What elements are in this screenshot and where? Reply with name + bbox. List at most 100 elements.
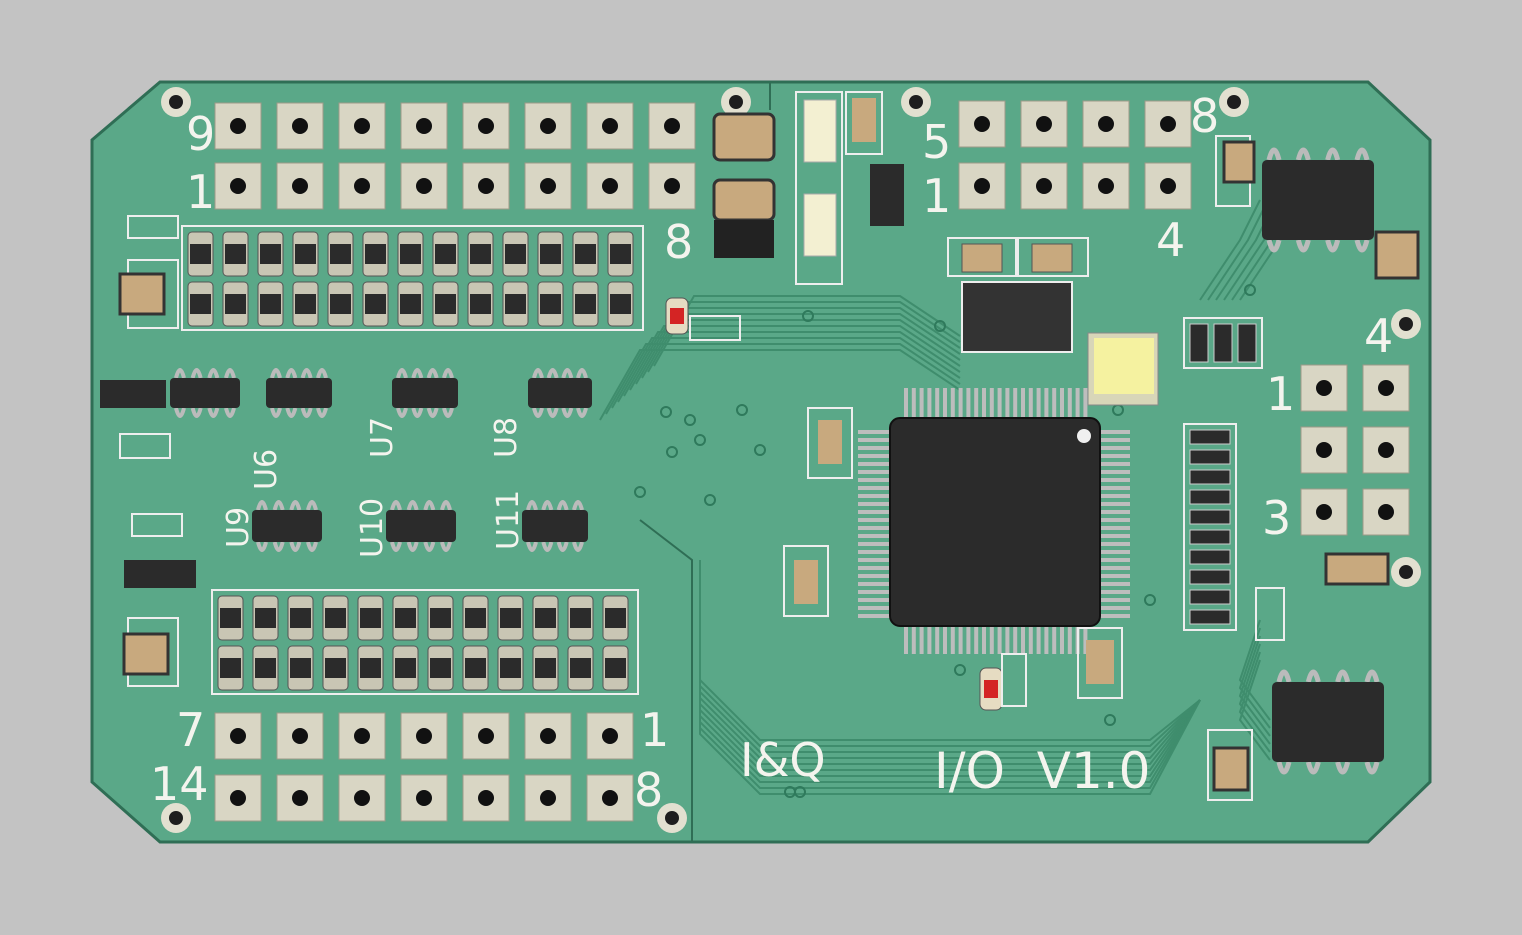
qfp-pin xyxy=(1100,470,1130,474)
ic-pin xyxy=(1354,239,1370,253)
pin-label: 4 xyxy=(1156,213,1185,267)
ic-pin xyxy=(526,500,538,511)
ic-pin xyxy=(1276,669,1292,683)
header-pad-hole xyxy=(416,790,432,806)
qfp-pin xyxy=(1100,574,1130,578)
ic-pin xyxy=(396,368,408,379)
qfp-pin xyxy=(1100,550,1130,554)
header-pad-hole xyxy=(354,728,370,744)
ic-pin xyxy=(1266,147,1282,161)
smd-capacitor-body xyxy=(1212,746,1250,792)
mounting-hole-drill xyxy=(665,811,679,825)
ic-pin xyxy=(316,407,328,418)
smd-resistor-body xyxy=(295,244,316,264)
smd-capacitor xyxy=(118,215,183,687)
qfp-pin xyxy=(1100,494,1130,498)
component-layer xyxy=(100,91,1420,801)
header-pad xyxy=(958,100,1006,148)
smd-resistor xyxy=(1189,469,1231,485)
pcb-trace xyxy=(629,319,961,391)
qfp-pin xyxy=(966,626,971,654)
ic-pin xyxy=(224,368,236,379)
red-led-body xyxy=(670,308,684,324)
soic8-ic-body xyxy=(1262,160,1374,240)
ic-pin xyxy=(546,368,559,379)
smd-resistor xyxy=(1189,609,1231,625)
pcb-trace xyxy=(1238,643,1271,745)
pcb-trace xyxy=(699,614,1201,795)
smd-resistor-body xyxy=(255,608,276,628)
qfp-pin xyxy=(1100,430,1130,434)
qfp-pin xyxy=(919,388,924,418)
smd-capacitor-body xyxy=(1222,140,1256,184)
via xyxy=(660,406,672,418)
ic-pin xyxy=(390,500,402,511)
ic-pin xyxy=(426,407,439,418)
ic-pin xyxy=(207,407,220,418)
smd-resistor-body xyxy=(500,608,521,628)
qfp-pin xyxy=(858,574,890,578)
smd-resistor-body xyxy=(435,294,456,314)
via xyxy=(666,446,678,458)
power-inductor xyxy=(961,281,1073,353)
smd-resistor-body xyxy=(430,658,451,678)
qfp-pin xyxy=(1075,388,1080,418)
via xyxy=(802,310,814,322)
pcb-trace xyxy=(1238,627,1271,729)
header-pad-hole xyxy=(974,116,990,132)
ic-designator-u6: U6 xyxy=(249,449,284,490)
pin-label: 3 xyxy=(1262,491,1291,545)
ic-pin xyxy=(561,407,574,418)
qfp-pin xyxy=(1100,454,1130,458)
led-column xyxy=(795,91,883,285)
qfp-pin xyxy=(1100,510,1130,514)
soic-ic-body xyxy=(522,510,588,542)
qfp-pin xyxy=(958,388,963,418)
header-pad-hole xyxy=(1098,116,1114,132)
pin-label: 8 xyxy=(1190,89,1219,143)
smd-resistor-body xyxy=(260,294,281,314)
ic-pin xyxy=(572,500,584,511)
smd-resistor-body xyxy=(290,608,311,628)
qfp-pin xyxy=(1100,558,1130,562)
resistor-array-outline xyxy=(211,589,639,695)
pcb-trace xyxy=(623,325,961,397)
smd-resistor xyxy=(1189,589,1231,605)
ic-designator-u9: U9 xyxy=(221,507,256,548)
smd-diode xyxy=(714,220,774,258)
header-pad-hole xyxy=(664,118,680,134)
header-pad xyxy=(462,712,510,760)
soic-ic-body xyxy=(386,510,456,542)
header-pad-hole xyxy=(1160,178,1176,194)
smd-resistor-body xyxy=(505,294,526,314)
smd-resistor-body xyxy=(535,658,556,678)
header-pad-hole xyxy=(416,728,432,744)
mounting-hole-drill xyxy=(169,811,183,825)
qfp-pin xyxy=(1100,486,1130,490)
header-pad-hole xyxy=(416,118,432,134)
ic-pin xyxy=(300,407,313,418)
tantalum-capacitor xyxy=(1087,332,1159,406)
qfp-pin xyxy=(858,454,890,458)
qfp-pin xyxy=(858,598,890,602)
ic-pin xyxy=(224,407,236,418)
pcb-trace xyxy=(611,337,961,409)
header-pad xyxy=(1362,364,1410,412)
ic-pin xyxy=(1325,239,1341,253)
qfp-pin xyxy=(1100,590,1130,594)
ic-pin xyxy=(541,500,554,511)
soic8-ic-body xyxy=(1272,682,1384,762)
qfp-pin xyxy=(858,430,890,434)
ic-pin xyxy=(442,407,454,418)
ic-pin xyxy=(256,500,268,511)
qfp-pin xyxy=(1100,502,1130,506)
qfp-pin xyxy=(1021,388,1025,418)
header-pad-hole xyxy=(974,178,990,194)
header-pad-hole xyxy=(416,178,432,194)
header-pad-hole xyxy=(602,178,618,194)
mounting-hole-layer xyxy=(161,87,1421,833)
mounting-hole-drill xyxy=(1399,317,1413,331)
ic-pin xyxy=(556,500,569,511)
ic-pin xyxy=(411,407,424,418)
